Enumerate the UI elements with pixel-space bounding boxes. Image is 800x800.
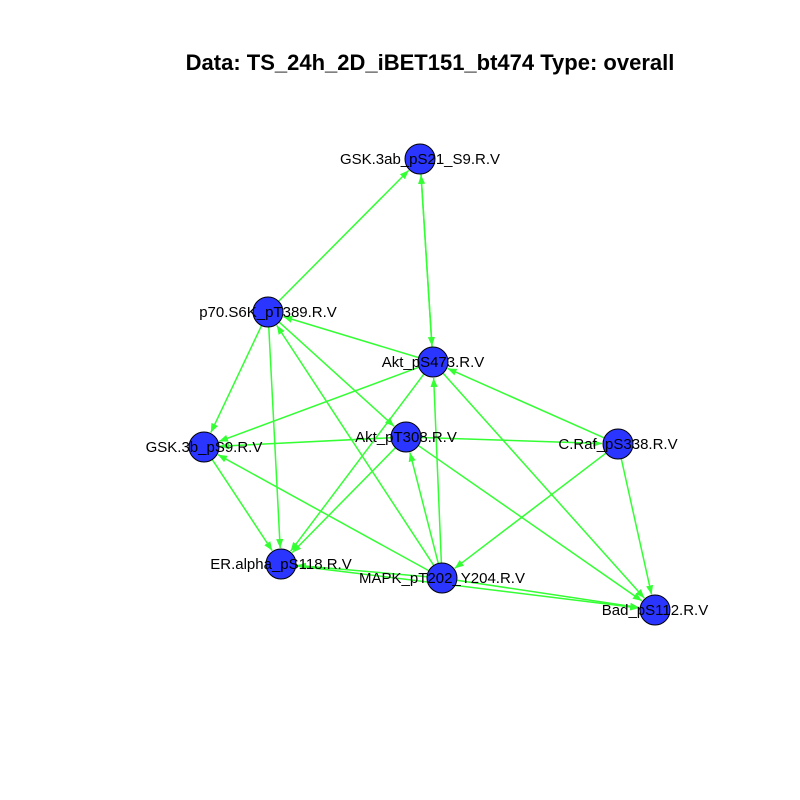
edge-p70s6k-to-gsk3b bbox=[210, 325, 263, 433]
edge-akt473-to-gsk3b bbox=[218, 366, 420, 443]
edge-p70s6k-to-akt308 bbox=[278, 321, 395, 427]
node-bad[interactable] bbox=[639, 594, 671, 626]
node-label-eralpha: ER.alpha_pS118.R.V bbox=[210, 556, 351, 573]
edge-mapk-to-bad bbox=[456, 579, 640, 610]
node-label-mapk: MAPK_pT202_Y204.R.V bbox=[359, 570, 525, 587]
node-akt308[interactable] bbox=[390, 421, 422, 453]
node-gsk3b[interactable] bbox=[188, 431, 220, 463]
node-label-craf: C.Raf_pS338.R.V bbox=[558, 436, 677, 453]
node-label-p70s6k: p70.S6K_pT389.R.V bbox=[199, 304, 337, 321]
edge-craf-to-bad bbox=[620, 458, 654, 595]
node-label-bad: Bad_pS112.R.V bbox=[602, 602, 708, 619]
node-label-akt308: Akt_pT308.R.V bbox=[355, 429, 457, 446]
edge-p70s6k-to-gsk3ab bbox=[278, 169, 410, 302]
node-label-gsk3b: GSK.3b_pS9.R.V bbox=[146, 439, 263, 456]
edge-akt473-to-bad bbox=[442, 372, 645, 599]
edge-p70s6k-to-eralpha bbox=[268, 326, 284, 549]
edge-mapk-to-p70s6k bbox=[276, 324, 435, 566]
edge-gsk3ab-to-akt473 bbox=[420, 173, 435, 347]
edge-akt308-to-gsk3b bbox=[219, 436, 392, 450]
edge-mapk-to-akt473 bbox=[430, 377, 443, 564]
edge-craf-to-mapk bbox=[454, 452, 607, 569]
node-label-gsk3ab: GSK.3ab_pS21_S9.R.V bbox=[340, 151, 500, 168]
edge-akt308-to-eralpha bbox=[291, 447, 397, 554]
edge-akt473-to-eralpha bbox=[290, 373, 425, 552]
node-gsk3ab[interactable] bbox=[404, 143, 436, 175]
edge-akt308-to-craf bbox=[420, 436, 603, 447]
edge-gsk3b-to-eralpha bbox=[211, 459, 273, 552]
edges-layer bbox=[210, 169, 654, 611]
node-p70s6k[interactable] bbox=[252, 296, 284, 328]
edge-akt473-to-p70s6k bbox=[283, 315, 419, 359]
edge-craf-to-akt473 bbox=[447, 367, 605, 439]
edge-mapk-to-akt308 bbox=[408, 452, 440, 564]
nodes-layer bbox=[188, 143, 671, 626]
node-craf[interactable] bbox=[602, 428, 634, 460]
node-mapk[interactable] bbox=[426, 562, 458, 594]
graph-title: Data: TS_24h_2D_iBET151_bt474 Type: over… bbox=[186, 50, 675, 75]
node-eralpha[interactable] bbox=[265, 548, 297, 580]
node-akt473[interactable] bbox=[417, 346, 449, 378]
edge-akt308-to-bad bbox=[417, 444, 643, 602]
node-label-akt473: Akt_pS473.R.V bbox=[382, 354, 485, 371]
edge-eralpha-to-bad bbox=[295, 565, 640, 611]
edge-mapk-to-gsk3b bbox=[217, 454, 430, 572]
labels-layer: GSK.3ab_pS21_S9.R.V p70.S6K_pT389.R.V Akt_… bbox=[146, 151, 709, 619]
edge-mapk-to-eralpha bbox=[296, 562, 428, 578]
